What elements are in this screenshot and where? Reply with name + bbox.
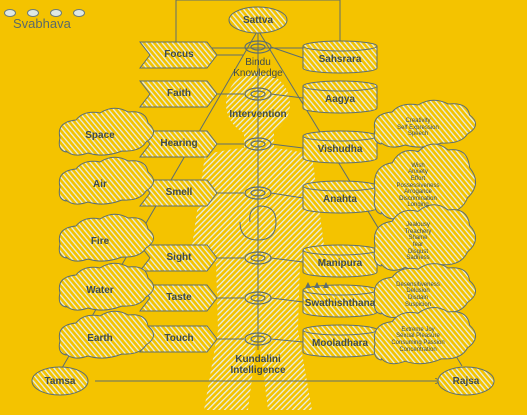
tamsa-label: Tamsa xyxy=(44,376,76,387)
chakra-ring-inner xyxy=(250,335,266,343)
quality-cloud xyxy=(373,99,477,148)
element-cloud xyxy=(58,310,154,359)
chakra-cylinder xyxy=(302,86,378,114)
chakra-cylinder xyxy=(302,46,378,74)
connector-line xyxy=(270,338,304,343)
quality-text: Extreme Joy Sexual Pleasure Consuming Pa… xyxy=(391,326,445,353)
faculty-label: Faith xyxy=(167,88,191,99)
connector-line xyxy=(270,192,304,199)
chakra-ring-inner xyxy=(250,90,266,98)
chakra-label: Aagya xyxy=(324,94,355,105)
dot-icon xyxy=(73,9,85,17)
tamsa-node xyxy=(31,366,89,396)
faculty-arrow xyxy=(138,80,218,108)
chakra-cylinder-top xyxy=(302,284,378,296)
kundalini-label: Kundalini Intelligence xyxy=(230,354,286,376)
faculty-arrow xyxy=(138,130,218,158)
intervention-label: Intervention xyxy=(229,109,287,120)
faculty-label: Focus xyxy=(164,49,194,60)
chakra-ring-inner xyxy=(250,294,266,302)
element-cloud xyxy=(58,156,154,205)
faculty-label: Hearing xyxy=(160,138,198,149)
faculty-arrow xyxy=(138,41,218,69)
chakra-label: Vishudha xyxy=(317,144,363,155)
chakra-rings xyxy=(244,40,272,346)
rajsa-node xyxy=(437,366,495,396)
chakra-ring-inner xyxy=(250,43,266,51)
element-cloud xyxy=(58,107,154,156)
connector-line xyxy=(270,46,304,59)
element-cloud xyxy=(58,213,154,262)
connector-line xyxy=(270,257,304,263)
spiral-icon xyxy=(239,205,277,241)
chakra-cylinder-top xyxy=(302,244,378,256)
element-label: Earth xyxy=(87,333,113,344)
chakra-cylinder-top xyxy=(302,40,378,52)
faculty-label: Touch xyxy=(164,333,194,344)
faculty-arrow xyxy=(138,179,218,207)
chakra-cylinder-top xyxy=(302,80,378,92)
quality-text: Wish Anxiety Effort Possessiveness Arrog… xyxy=(396,162,440,209)
quality-text: Jealousy Treachery Shame fear Disgust Sa… xyxy=(404,222,432,262)
chakra-label: Anahta xyxy=(323,194,357,205)
chakra-ring-inner xyxy=(250,189,266,197)
chakra-cylinder xyxy=(302,136,378,164)
faculty-label: Sight xyxy=(166,252,192,263)
bindu-label: Bindu Knowledge xyxy=(233,57,283,79)
chakra-cylinder-top xyxy=(302,180,378,192)
chakra-cylinder-top xyxy=(302,130,378,142)
element-cloud xyxy=(58,262,154,311)
chakra-cylinder xyxy=(302,186,378,214)
element-label: Fire xyxy=(90,236,110,247)
rajsa-label: Rajsa xyxy=(452,376,480,387)
connector-line xyxy=(270,297,304,303)
dot-icon xyxy=(27,9,39,17)
chakra-label: Sahsrara xyxy=(318,54,362,65)
app-title: Svabhava xyxy=(13,16,71,31)
faculty-label: Taste xyxy=(166,292,192,303)
quality-text: Creativity Self Expression Speech xyxy=(397,118,439,138)
dot-icon xyxy=(4,9,16,17)
chakra-ring-inner xyxy=(250,254,266,262)
faculty-arrow xyxy=(138,284,218,312)
element-label: Space xyxy=(85,130,115,141)
chakra-cylinder xyxy=(302,250,378,278)
chakra-label: Manipura xyxy=(317,258,363,269)
chakra-label: Swathishthana xyxy=(304,298,376,309)
flame-icons xyxy=(305,282,329,288)
window-dots xyxy=(4,4,96,22)
connector-line xyxy=(270,93,304,99)
element-label: Air xyxy=(93,179,107,190)
sattva-label: Sattva xyxy=(242,15,273,26)
chakra-cylinder xyxy=(302,290,378,318)
chakra-label: Mooladhara xyxy=(311,338,369,349)
chakra-cylinder-top xyxy=(302,324,378,336)
chakra-ring-inner xyxy=(250,140,266,148)
sattva-node xyxy=(228,6,288,34)
element-label: Water xyxy=(86,285,114,296)
quality-text: Desensitiveness Delusion Disdain Suspici… xyxy=(396,281,440,308)
faculty-label: Smell xyxy=(165,187,193,198)
quality-cloud xyxy=(373,307,477,365)
faculty-arrow xyxy=(138,244,218,272)
dot-icon xyxy=(50,9,62,17)
connector-line xyxy=(270,143,304,149)
